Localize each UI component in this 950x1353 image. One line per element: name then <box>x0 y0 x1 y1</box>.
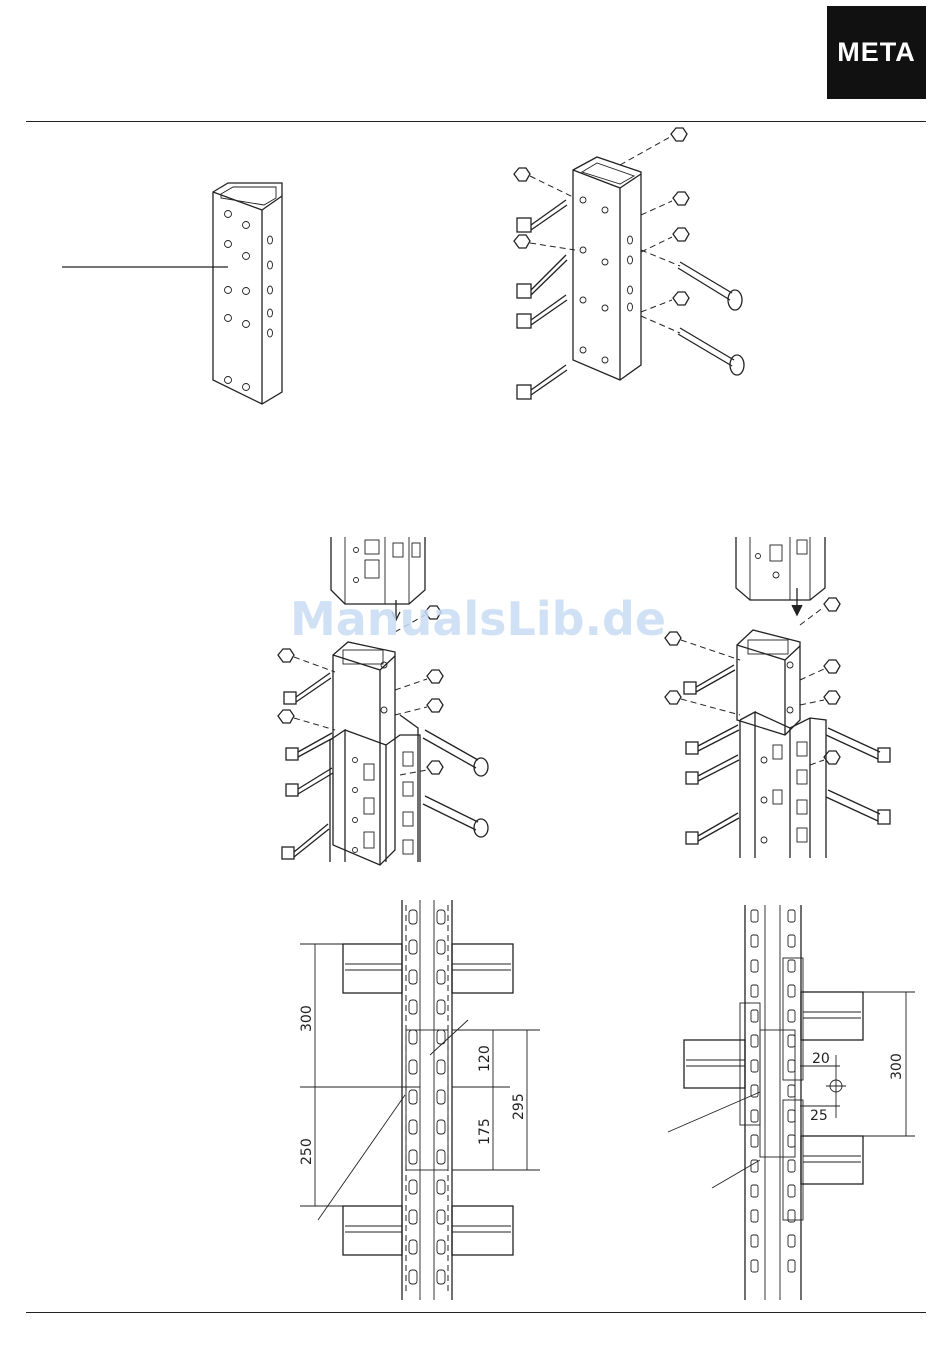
dim-20: 20 <box>812 1051 830 1067</box>
fig6-elevation-right: 20 25 300 <box>668 905 915 1300</box>
dim-25: 25 <box>810 1108 828 1124</box>
dim-250-left: 250 <box>299 1138 315 1165</box>
fig1-upright-post <box>62 183 282 404</box>
dim-120: 120 <box>477 1045 493 1072</box>
watermark: ManualsLib.de <box>290 592 666 646</box>
fig4-splice-right <box>665 537 890 858</box>
fig5-slots <box>409 910 445 1284</box>
dim-295: 295 <box>511 1093 527 1120</box>
fig5-elevation-left: 300 250 120 175 295 <box>299 900 540 1300</box>
fig3-splice-left <box>278 537 488 865</box>
dim-300-right: 300 <box>889 1053 905 1080</box>
fig6-slots <box>751 910 795 1272</box>
dim-300-left: 300 <box>299 1005 315 1032</box>
fig2-post-with-bolts <box>514 128 744 399</box>
dim-175: 175 <box>477 1118 493 1145</box>
